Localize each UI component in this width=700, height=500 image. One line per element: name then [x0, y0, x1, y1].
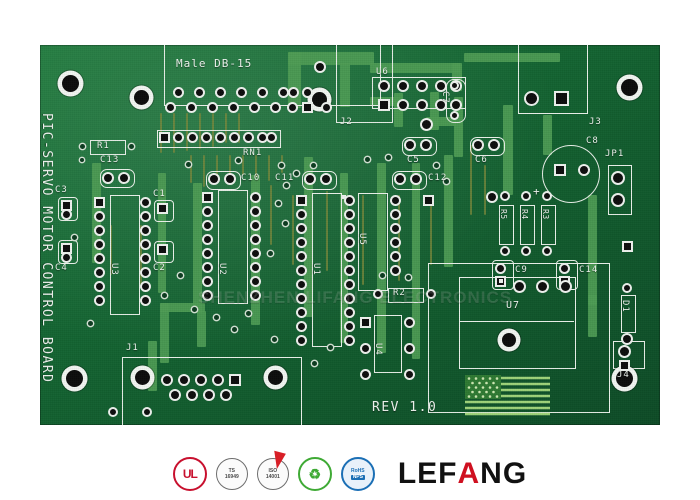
- ref-c11: C11: [275, 173, 295, 183]
- pad-and-hole-layer: [40, 45, 660, 425]
- mounting-hole: [502, 333, 516, 347]
- ref-u7: U7: [506, 300, 521, 311]
- board-title: PIC-SERVO MOTOR CONTROL BOARD: [40, 113, 54, 384]
- ref-c6: C6: [475, 155, 488, 165]
- mounting-hole: [135, 370, 150, 385]
- ref-j1: J1: [126, 343, 139, 353]
- polarity-plus-mark: +: [533, 185, 541, 198]
- ref-c12: C12: [428, 173, 448, 183]
- ref-j3: J3: [589, 117, 602, 127]
- ref-c14: C14: [579, 265, 599, 275]
- ref-c8: C8: [586, 136, 599, 146]
- mounting-hole: [134, 90, 149, 105]
- ts-16949-mark-icon: TS 16949: [215, 458, 248, 490]
- ref-r5: R5: [499, 209, 508, 220]
- mounting-hole: [312, 92, 327, 107]
- brand-prefix: LEF: [397, 457, 458, 490]
- ul-mark-text: UL: [182, 467, 198, 481]
- rohs-mark-line2: NPS: [350, 473, 365, 480]
- ref-j4: J4: [617, 370, 630, 380]
- ref-u5: U5: [357, 233, 367, 246]
- ref-c5: C5: [407, 155, 420, 165]
- ref-u3: U3: [109, 263, 119, 276]
- ts-mark-line2: 16949: [224, 473, 239, 480]
- ref-r1: R1: [97, 141, 110, 151]
- us-flag-graphic: [465, 375, 550, 420]
- iso-mark-line2: 14001: [265, 473, 280, 480]
- rohs-mark-icon: RoHS NPS: [340, 457, 375, 491]
- ref-r3: R3: [541, 209, 550, 220]
- brand-accent-letter: A: [457, 457, 481, 490]
- ref-j2: J2: [340, 117, 353, 127]
- brand-suffix: NG: [480, 457, 528, 490]
- silkscreen-text-layer: Male DB-15 REV 1.0 PIC-SERVO MOTOR CONTR…: [40, 45, 660, 425]
- ref-c4: C4: [55, 263, 68, 273]
- ref-c9: C9: [515, 265, 528, 275]
- ref-u1: U1: [311, 263, 321, 276]
- mounting-hole: [66, 370, 83, 387]
- rohs-mark-line1: RoHS: [351, 467, 365, 474]
- ref-u6: U6: [376, 67, 389, 77]
- mounting-hole: [616, 370, 633, 387]
- mounting-hole: [621, 79, 638, 96]
- ref-c1: C1: [153, 189, 166, 199]
- ref-c7: C7: [440, 91, 450, 104]
- ref-c3: C3: [55, 185, 68, 195]
- ts-mark-line1: TS: [228, 467, 236, 474]
- ref-r4: R4: [520, 209, 529, 220]
- certification-logo-strip: UL TS 16949 ISO 14001 ♻ RoHS NPS LEF: [0, 448, 700, 500]
- ref-c10: C10: [241, 173, 261, 183]
- silkscreen-outline-layer: [40, 45, 660, 425]
- ref-c2: C2: [153, 263, 166, 273]
- ul-mark-icon: UL: [172, 457, 207, 491]
- iso-14001-mark-icon: ISO 14001: [256, 450, 289, 490]
- connector-label-db15: Male DB-15: [176, 57, 253, 70]
- ref-c13: C13: [100, 155, 120, 165]
- green-environment-mark-icon: ♻: [297, 457, 332, 491]
- mounting-hole: [268, 370, 283, 385]
- ref-u4: U4: [373, 343, 383, 356]
- mounting-hole: [62, 75, 79, 92]
- ref-d1: D1: [620, 300, 630, 313]
- supplier-watermark: SHENZHEN LIFANG ELECTRONICS: [198, 288, 513, 307]
- ref-r2: R2: [393, 288, 406, 298]
- ref-u2: U2: [217, 263, 227, 276]
- revision-label: REV 1.0: [372, 400, 438, 415]
- ref-jp1: JP1: [605, 149, 625, 159]
- iso-mark-line1: ISO: [268, 467, 278, 474]
- pcb-board-image: Male DB-15 REV 1.0 PIC-SERVO MOTOR CONTR…: [40, 45, 660, 425]
- recycle-icon: ♻: [308, 466, 322, 482]
- ref-rn1: RN1: [243, 148, 263, 158]
